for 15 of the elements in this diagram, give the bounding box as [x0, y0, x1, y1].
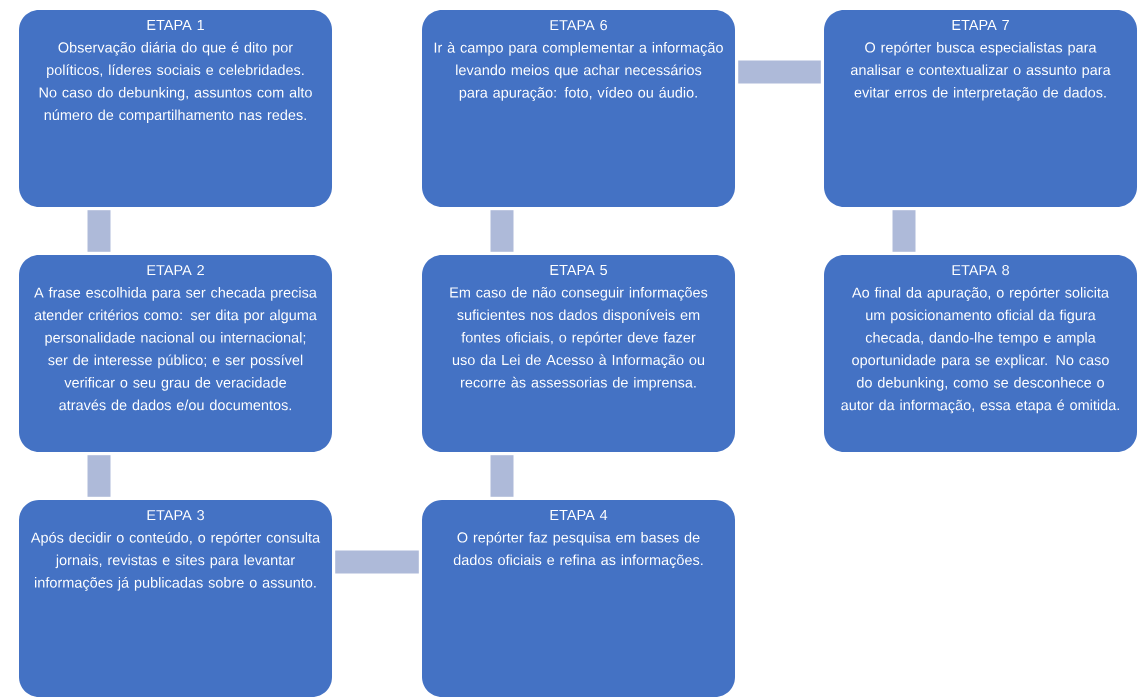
step-box: ETAPA 8 Ao final da apuração, o repórter solicita um posicionamento oficial da figura checada, dando-lhe tempo e ampla oportunidade para se explicar. No caso do debunking, como se desconhece o autor da informação, essa etapa é omitida. — [824, 255, 1137, 452]
step-box: ETAPA 3 Após decidir o conteúdo, o repórter consulta jornais, revistas e sites para levantar informações já publicadas sobre o assunto. — [19, 500, 332, 697]
connector-bar — [490, 210, 514, 252]
connector-bar — [892, 210, 916, 252]
step-box: ETAPA 2 A frase escolhida para ser checada precisa atender critérios como: ser dita por alguma personalidade nacional ou internacional; ser de interesse público; e ser possível verificar o seu grau de veracidade através de dados e/ou documentos. — [19, 255, 332, 452]
connector-bar — [335, 550, 419, 574]
step-box: ETAPA 7 O repórter busca especialistas para analisar e contextualizar o assunto para evitar erros de interpretação de dados. — [824, 10, 1137, 207]
step-box: ETAPA 1 Observação diária do que é dito por políticos, líderes sociais e celebridades. No caso do debunking, assuntos com alto número de compartilhamento nas redes. — [19, 10, 332, 207]
step-box: ETAPA 4 O repórter faz pesquisa em bases de dados oficiais e refina as informações. — [422, 500, 735, 697]
step-box: ETAPA 5 Em caso de não conseguir informações suficientes nos dados disponíveis em fontes oficiais, o repórter deve fazer uso da Lei de Acesso à Informação ou recorre às assessorias de imprensa. — [422, 255, 735, 452]
step-box: ETAPA 6 Ir à campo para complementar a informação levando meios que achar necessários para apuração: foto, vídeo ou áudio. — [422, 10, 735, 207]
connector-bar — [87, 210, 111, 252]
connector-bar — [87, 455, 111, 497]
connector-bar — [490, 455, 514, 497]
connector-bar — [738, 60, 821, 84]
